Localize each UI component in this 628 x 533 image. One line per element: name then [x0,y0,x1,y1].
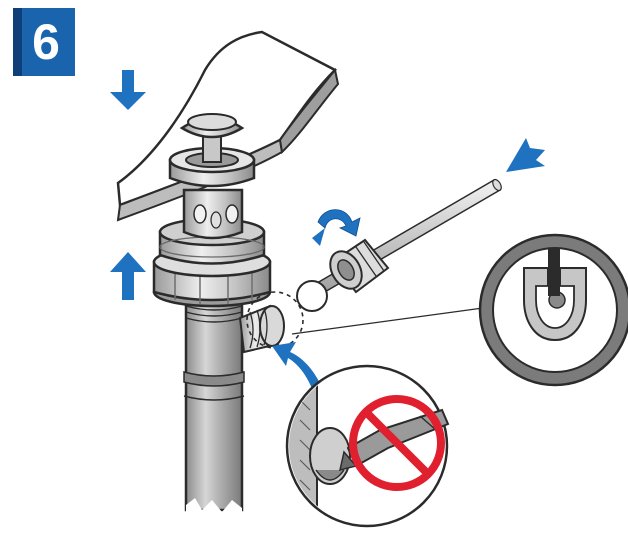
pivot-fitting [238,304,285,354]
drain-body [182,188,244,240]
step-number-badge: 6 [13,8,75,76]
step-number: 6 [32,14,60,70]
rotate-arrow-icon [312,209,361,246]
retaining-nut [329,238,390,294]
detail-opening-view [478,233,628,387]
no-tool-icon [349,395,445,491]
drain-pipe [183,298,245,533]
pop-up-stopper [179,113,245,163]
detail-no-tool-view [285,364,450,528]
arrow-up-icon [110,252,146,300]
pivot-rod [296,178,502,312]
callout-leader [246,291,506,349]
arrow-diagonal-icon [506,138,545,172]
arrow-down-icon [110,70,146,110]
